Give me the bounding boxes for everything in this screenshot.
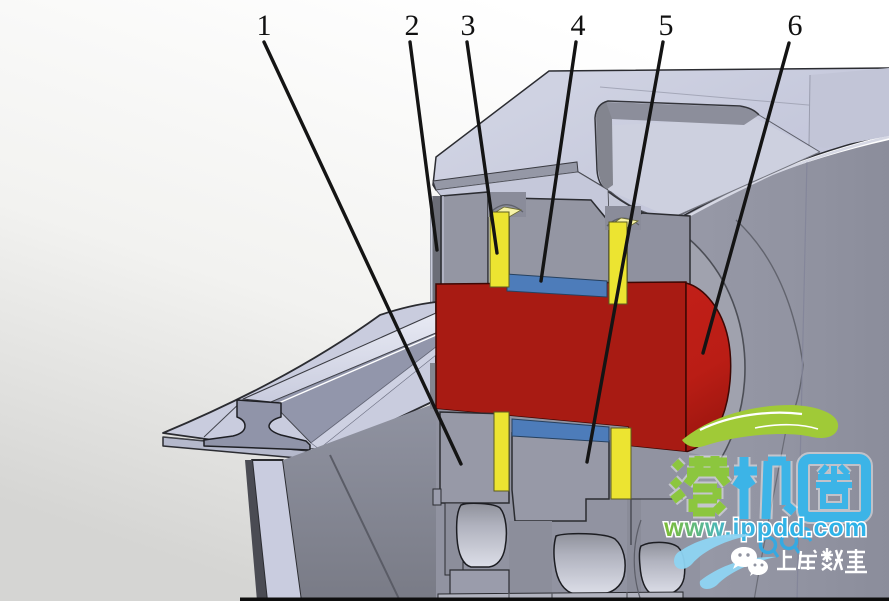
svg-text:2: 2 <box>405 9 420 42</box>
svg-text:3: 3 <box>461 9 476 42</box>
svg-text:www.ippdd.com: www.ippdd.com <box>663 514 868 542</box>
svg-text:6: 6 <box>788 9 803 42</box>
svg-text:5: 5 <box>659 9 674 42</box>
svg-text:1: 1 <box>257 9 272 42</box>
svg-text:4: 4 <box>571 9 586 42</box>
